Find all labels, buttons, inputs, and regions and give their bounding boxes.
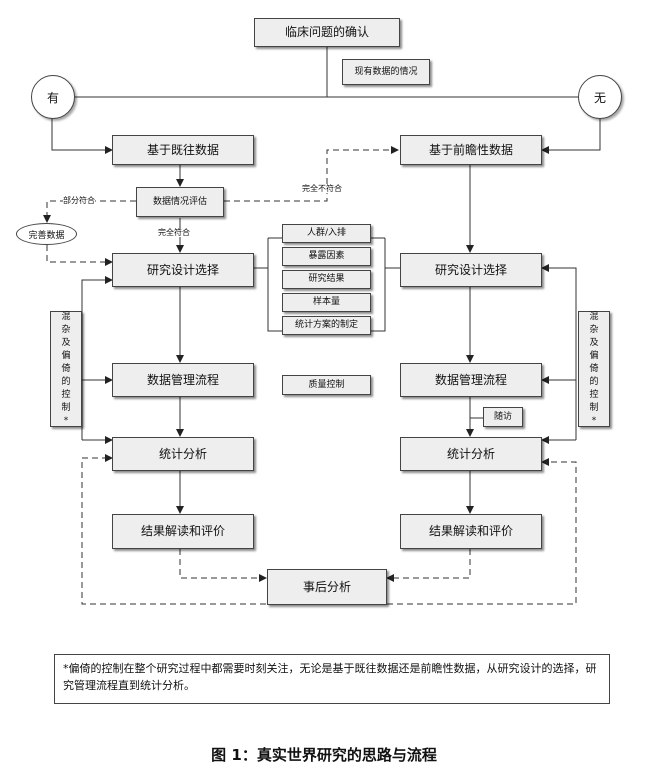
existing-data-box: 现有数据的情况: [342, 59, 430, 85]
design-item-exposure: 暴露因素: [282, 247, 371, 266]
right-bias-to-design: [541, 264, 577, 440]
study-design-right-box: 研究设计选择: [400, 253, 542, 287]
no-to-prospective: [541, 118, 601, 154]
prospective-data-box: 基于前瞻性数据: [400, 135, 542, 165]
data-management-right-box: 数据管理流程: [400, 363, 542, 397]
design-items-bracket-right: [371, 238, 386, 332]
data-management-left-box: 数据管理流程: [112, 363, 254, 397]
posthoc-to-stats-right: [387, 458, 577, 605]
follow-up-box: 随访: [483, 407, 523, 427]
footnote: *偏倚的控制在整个研究过程中都需要时刻关注，无论是基于既往数据还是前瞻性数据，从…: [54, 654, 610, 704]
eval-to-complete-dashed: [43, 200, 136, 223]
statistical-analysis-right-box: 统计分析: [400, 437, 542, 471]
eval-to-prospective-dashed: [224, 146, 399, 202]
bias-control-right-label: 混杂及偏倚的控制*: [589, 311, 599, 426]
study-design-left-box: 研究设计选择: [112, 253, 254, 287]
left-bias-to-design: [81, 276, 113, 440]
statistical-analysis-left-box: 统计分析: [112, 437, 254, 471]
interp-left-to-posthoc: [179, 549, 267, 582]
full-match-label: 完全符合: [158, 228, 190, 237]
bias-control-right-box: 混杂及偏倚的控制*: [578, 311, 610, 427]
yes-to-historical: [51, 118, 113, 154]
design-item-sample-size: 样本量: [282, 293, 371, 312]
design-item-population: 人群/入排: [282, 224, 371, 243]
complete-to-design-dashed: [46, 245, 113, 266]
posthoc-to-stats-left: [81, 454, 266, 605]
complete-data-ellipse: 完善数据: [16, 223, 77, 245]
data-evaluation-box: 数据情况评估: [136, 187, 224, 217]
figure-caption: 图 1：真实世界研究的思路与流程: [211, 746, 437, 764]
clinical-question-box: 临床问题的确认: [254, 18, 400, 47]
interp-right-to-posthoc: [386, 549, 471, 582]
yes-circle: 有: [31, 75, 75, 119]
post-hoc-analysis-box: 事后分析: [267, 569, 387, 605]
quality-control-box: 质量控制: [282, 375, 371, 395]
design-item-outcome: 研究结果: [282, 270, 371, 289]
no-match-label: 完全不符合: [302, 184, 342, 193]
bias-control-left-box: 混杂及偏倚的控制*: [50, 311, 82, 427]
historical-data-box: 基于既往数据: [112, 135, 254, 165]
partial-match-label: 部分符合: [63, 196, 95, 205]
design-items-bracket-left: [267, 238, 282, 332]
interpretation-right-box: 结果解读和评价: [400, 514, 542, 549]
no-circle: 无: [578, 75, 622, 119]
bias-control-left-label: 混杂及偏倚的控制*: [61, 311, 71, 426]
interpretation-left-box: 结果解读和评价: [112, 514, 254, 549]
design-item-stats-plan: 统计方案的制定: [282, 316, 371, 335]
